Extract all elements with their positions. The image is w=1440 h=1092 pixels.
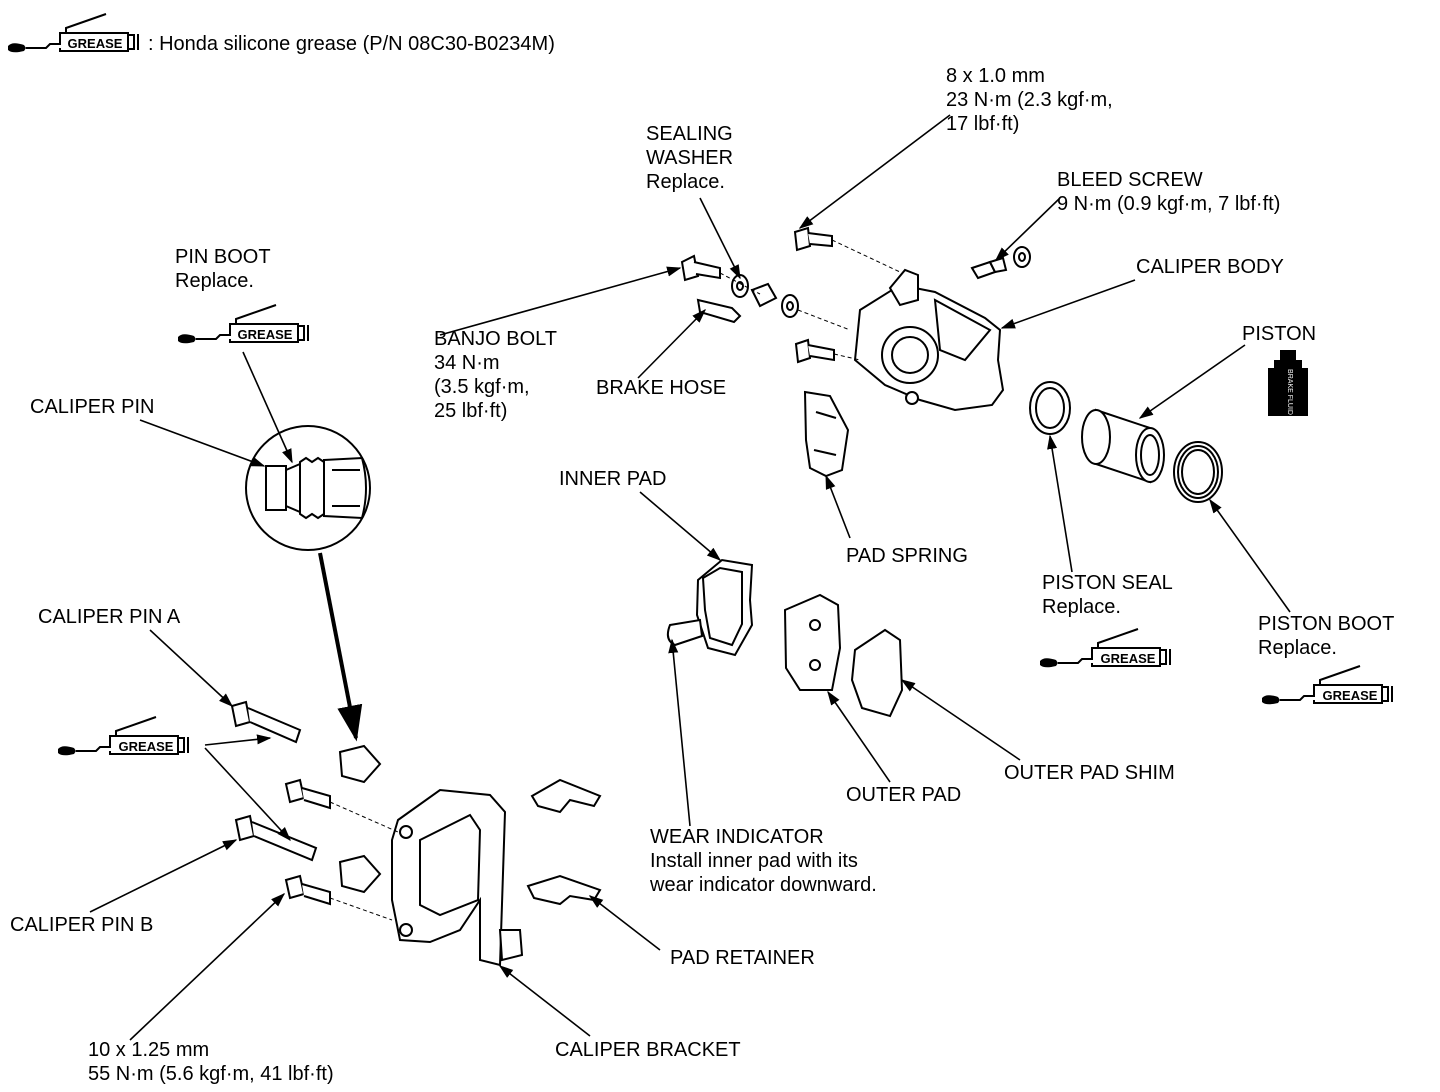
brake-fluid-bottle-icon: BRAKE FLUID [1268,350,1308,416]
caliper-pin-b [234,814,318,862]
grease-icon-caliper-pins: GREASE [57,716,189,757]
svg-text:GREASE: GREASE [68,36,123,51]
inner-pad-label: INNER PAD [559,468,667,490]
grease-icon-pin-boot: GREASE [177,304,309,345]
leader-arrows [89,114,1291,1041]
banjo-bolt-assembly [680,254,799,324]
pad-retainer-lower [526,874,602,906]
pad-retainer-label: PAD RETAINER [670,947,815,969]
bleed-screw [970,246,1031,280]
outer-pad-shim [850,628,904,718]
grease-icon-piston-boot: GREASE [1261,665,1393,706]
caliper-body-bolts [793,226,835,364]
piston [1081,408,1165,484]
inner-pad [666,558,754,657]
outer-pad-shim-label: OUTER PAD SHIM [1004,762,1175,784]
svg-text:GREASE: GREASE [1323,688,1378,703]
pad-retainer-upper [530,778,602,814]
outer-pad [783,593,842,691]
grease-icon-piston-seal: GREASE [1039,628,1171,669]
piston-boot [1173,441,1223,503]
svg-text:GREASE: GREASE [1101,651,1156,666]
caliper-pin-label: CALIPER PIN [30,396,155,418]
svg-text:BRAKE FLUID: BRAKE FLUID [1286,369,1293,415]
caliper-pin-b-label: CALIPER PIN B [10,914,154,936]
caliper-body-label: CALIPER BODY [1136,256,1284,278]
legend-grease-icon: GREASE [7,13,139,54]
svg-text:GREASE: GREASE [119,739,174,754]
caliper-bracket-label: CALIPER BRACKET [555,1039,741,1061]
caliper-pin-a-label: CALIPER PIN A [38,606,181,628]
svg-text:GREASE: GREASE [238,327,293,342]
brake-hose-label: BRAKE HOSE [596,377,727,399]
outer-pad-label: OUTER PAD [846,784,962,806]
pad-spring [803,390,850,478]
caliper-bracket [391,788,524,967]
caliper-pin-a [230,700,302,744]
pad-spring-label: PAD SPRING [846,545,968,567]
legend-text: : Honda silicone grease (P/N 08C30-B0234… [148,33,555,55]
bracket-bolts [284,778,331,906]
caliper-pin-inset [245,425,371,551]
caliper-body [853,268,1005,412]
piston-seal [1029,381,1071,435]
piston-label: PISTON [1242,323,1317,345]
pin-boots [338,744,382,894]
inset-callout-arrow [318,552,363,742]
